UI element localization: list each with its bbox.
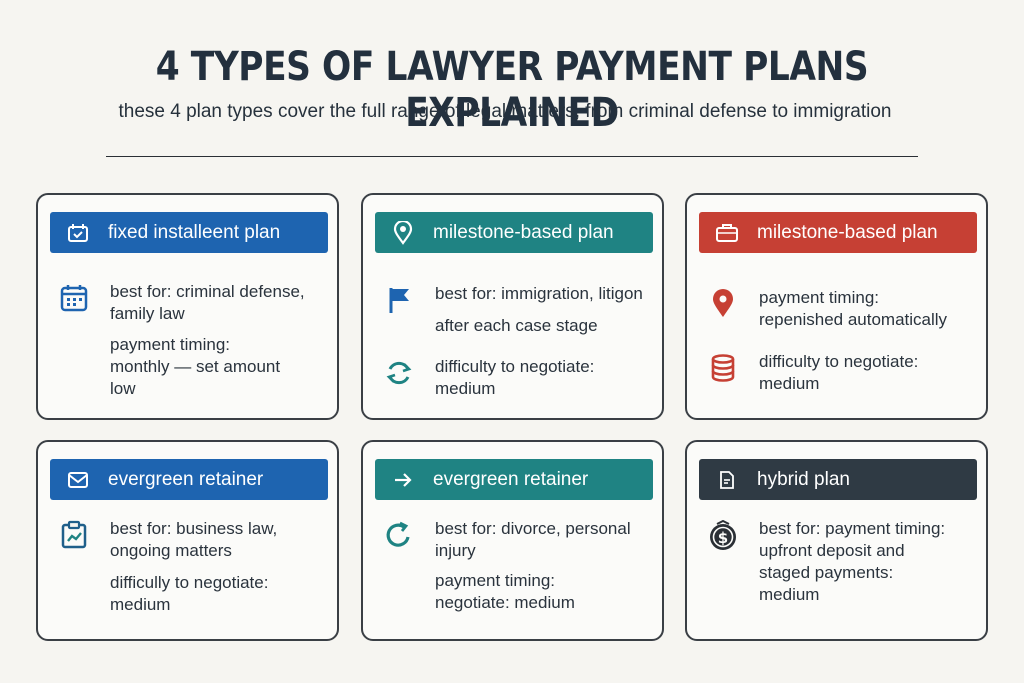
arrow-right-icon xyxy=(375,471,431,489)
calendar-grid-icon xyxy=(38,281,110,313)
plan-detail-row: payment timing: negotiate: medium xyxy=(363,570,662,614)
plan-card-title: hybrid plan xyxy=(757,468,850,490)
plan-card-title: milestone-based plan xyxy=(433,221,614,243)
plan-detail-row: payment timing: repenished automatically xyxy=(687,287,986,331)
plan-detail-row: best for: immigration, litigon xyxy=(363,283,662,315)
envelope-icon xyxy=(50,471,106,489)
plan-detail-text: best for: immigration, litigon xyxy=(435,284,643,303)
refresh-icon xyxy=(363,356,435,388)
plan-card-milestone: milestone-based plan best for: immigrati… xyxy=(361,193,664,420)
plan-card-hybrid: hybrid plan $ best for: payment timing: … xyxy=(685,440,988,641)
plan-card-title: milestone-based plan xyxy=(757,221,938,243)
page-subtitle: these 4 plan types cover the full range … xyxy=(118,101,892,122)
rotate-arrow-icon xyxy=(363,518,435,550)
coin-stack-icon xyxy=(687,351,759,383)
plan-card-header: fixed installeent plan xyxy=(50,212,328,253)
plan-card-fixed-installment: fixed installeent plan best for: crimina… xyxy=(36,193,339,420)
plan-detail-row: $ best for: payment timing: upfront depo… xyxy=(687,518,986,606)
plan-detail-text: best for: divorce, personal injury xyxy=(435,519,631,560)
plan-card-milestone-red: milestone-based plan payment timing: rep… xyxy=(685,193,988,420)
svg-text:$: $ xyxy=(718,529,728,547)
plan-card-header: evergreen retainer xyxy=(375,459,653,500)
plan-card-evergreen-teal: evergreen retainer best for: divorce, pe… xyxy=(361,440,664,641)
briefcase-icon xyxy=(699,223,755,243)
title-divider xyxy=(106,156,918,157)
plan-detail-row: after each case stage xyxy=(363,315,662,337)
page-title: 4 TYPES OF LAWYER PAYMENT PLANS EXPLAINE… xyxy=(155,44,869,136)
plan-detail-text: payment timing: repenished automatically xyxy=(759,288,948,329)
dollar-coin-icon: $ xyxy=(687,518,759,552)
plan-detail-text: after each case stage xyxy=(435,316,598,335)
plan-detail-row: best for: business law, ongoing matters xyxy=(38,518,337,562)
plan-detail-row: best for: divorce, personal injury xyxy=(363,518,662,562)
clipboard-chart-icon xyxy=(38,518,110,550)
plan-detail-row: difficulty to negotiate: medium xyxy=(363,356,662,400)
plan-detail-row: payment timing: monthly — set amount low xyxy=(38,334,337,400)
plan-card-header: milestone-based plan xyxy=(699,212,977,253)
plan-detail-row: best for: criminal defense, family law xyxy=(38,281,337,325)
plan-card-title: evergreen retainer xyxy=(433,468,589,490)
map-pin-icon xyxy=(687,287,759,319)
plan-card-evergreen: evergreen retainer best for: business la… xyxy=(36,440,339,641)
plan-card-header: evergreen retainer xyxy=(50,459,328,500)
plan-detail-text: best for: payment timing: upfront deposi… xyxy=(759,519,946,604)
plan-detail-text: payment timing: negotiate: medium xyxy=(435,571,575,612)
plan-detail-row: difficulty to negotiate: medium xyxy=(687,351,986,395)
plan-detail-row: difficully to negotiate: medium xyxy=(38,572,337,616)
plan-detail-text: best for: criminal defense, family law xyxy=(110,282,305,323)
plan-card-header: milestone-based plan xyxy=(375,212,653,253)
map-pin-icon xyxy=(375,220,431,245)
plan-detail-text: payment timing: monthly — set amount low xyxy=(110,335,281,398)
document-icon xyxy=(699,470,755,490)
plan-detail-text: difficulty to negotiate: medium xyxy=(759,352,919,393)
plan-detail-text: difficully to negotiate: medium xyxy=(110,573,269,614)
plan-card-header: hybrid plan xyxy=(699,459,977,500)
calendar-check-icon xyxy=(50,223,106,243)
flag-icon xyxy=(363,283,435,315)
plan-detail-text: difficulty to negotiate: medium xyxy=(435,357,595,398)
plan-detail-text: best for: business law, ongoing matters xyxy=(110,519,278,560)
plan-card-title: fixed installeent plan xyxy=(108,221,281,243)
plan-card-title: evergreen retainer xyxy=(108,468,264,490)
